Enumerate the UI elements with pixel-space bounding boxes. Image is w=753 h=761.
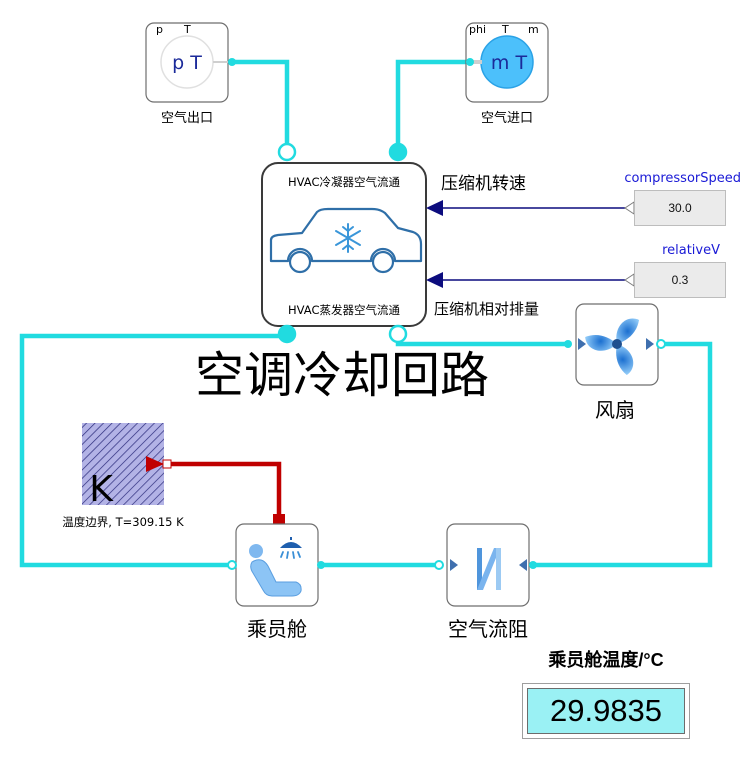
outlet-to-hvac-line <box>232 59 290 152</box>
hvac-condenser-in-port[interactable] <box>277 142 297 162</box>
temperature-boundary-block[interactable]: K <box>82 423 172 510</box>
relative-v-name: relativeV <box>662 243 720 258</box>
outlet-port[interactable] <box>228 58 236 66</box>
relative-v-output-port[interactable] <box>624 273 635 287</box>
cabin-temp-display-value: 29.9835 <box>527 688 685 734</box>
seat-shower-icon <box>249 537 302 597</box>
relative-v-value-box[interactable]: 0.3 <box>634 262 726 298</box>
cabin-label: 乘员舱 <box>247 617 307 641</box>
inlet-port-label-phi: phi <box>469 23 486 36</box>
compressor-speed-output-port[interactable] <box>624 201 635 215</box>
inlet-port-label-t: T <box>501 23 509 36</box>
compressor-speed-signal-label: 压缩机转速 <box>441 174 526 194</box>
resistance-icon <box>477 548 501 590</box>
inlet-to-hvac-line <box>395 59 470 152</box>
relative-v-arrow <box>426 272 443 288</box>
hvac-to-fan-line <box>395 334 568 347</box>
diagram-title: 空调冷却回路 <box>195 347 489 404</box>
cabin-temp-display-title: 乘员舱温度/°C <box>548 650 664 670</box>
compressor-speed-value-box[interactable]: 30.0 <box>634 190 726 226</box>
fan-block[interactable] <box>564 303 666 386</box>
inlet-port-label-m: m <box>528 23 539 36</box>
cabin-port-a[interactable] <box>227 560 237 570</box>
fan-icon <box>585 318 639 376</box>
compressor-speed-name: compressorSpeed <box>624 171 741 186</box>
fan-to-resistance-line <box>533 341 713 568</box>
hvac-block[interactable]: HVAC冷凝器空气流通 HVAC蒸发器空气流通 <box>261 142 427 344</box>
cabin-temp-display: 29.9835 <box>522 683 690 739</box>
hvac-bottom-label: HVAC蒸发器空气流通 <box>288 303 400 317</box>
outlet-label: 空气出口 <box>161 110 213 126</box>
hvac-condenser-out-port[interactable] <box>388 142 408 162</box>
heat-connection-line <box>166 461 282 520</box>
relative-v-signal-label: 压缩机相对排量 <box>434 300 539 318</box>
cabin-block[interactable] <box>227 523 325 607</box>
inlet-label: 空气进口 <box>481 110 533 126</box>
boundary-heat-port[interactable] <box>162 459 172 469</box>
outlet-icon-text: p T <box>172 52 202 74</box>
car-snowflake-icon <box>269 207 423 274</box>
outlet-port-label-t: T <box>183 23 191 36</box>
compressor-speed-value: 30.0 <box>668 201 692 215</box>
air-outlet-block[interactable]: p T p T <box>145 22 236 103</box>
resistance-block[interactable] <box>434 523 537 607</box>
air-inlet-block[interactable]: phi T m m T <box>465 22 549 103</box>
cabin-port-b[interactable] <box>317 561 325 569</box>
resistance-port-a[interactable] <box>434 560 444 570</box>
hvac-top-label: HVAC冷凝器空气流通 <box>288 175 400 189</box>
compressor-speed-arrow <box>426 200 443 216</box>
outlet-port-label-p: p <box>156 23 163 36</box>
heat-port[interactable] <box>273 514 285 524</box>
hvac-evaporator-in-port[interactable] <box>388 324 408 344</box>
resistance-port-b[interactable] <box>529 561 537 569</box>
inlet-icon-text: m T <box>491 52 528 74</box>
fan-label: 风扇 <box>595 398 635 422</box>
fan-inlet-port[interactable] <box>564 340 572 348</box>
relative-v-value: 0.3 <box>671 273 689 287</box>
hvac-evaporator-out-port[interactable] <box>277 324 297 344</box>
boundary-letter: K <box>89 469 114 510</box>
fan-outlet-port[interactable] <box>656 339 666 349</box>
resistance-label: 空气流阻 <box>448 617 528 641</box>
boundary-label: 温度边界, T=309.15 K <box>62 515 184 529</box>
inlet-port[interactable] <box>466 58 474 66</box>
